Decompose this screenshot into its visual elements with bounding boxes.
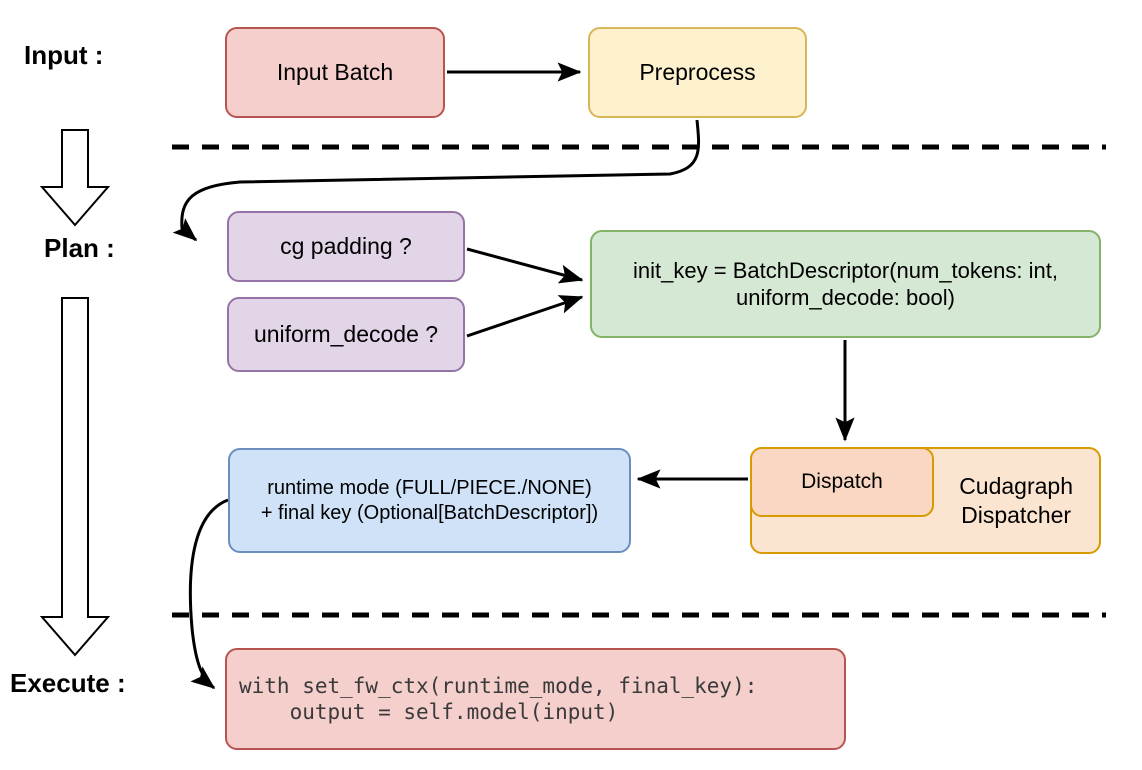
node-runtime-mode-final-key[interactable]: runtime mode (FULL/PIECE./NONE) + final …	[228, 448, 631, 553]
stage-label-input: Input :	[24, 40, 104, 70]
node-input-batch[interactable]: Input Batch	[225, 27, 445, 118]
node-uniform-decode[interactable]: uniform_decode ?	[227, 297, 465, 372]
node-execute-code-block[interactable]: with set_fw_ctx(runtime_mode, final_key)…	[225, 648, 846, 750]
input-to-plan-block-arrow	[39, 129, 111, 227]
stage-label-plan: Plan :	[44, 233, 115, 263]
node-dispatch[interactable]: Dispatch	[750, 447, 934, 517]
edge-uniform-decode-to-init-key	[466, 295, 584, 338]
stage-label-execute: Execute :	[10, 668, 126, 698]
node-cg-padding[interactable]: cg padding ?	[227, 211, 465, 282]
edge-runtime-mode-to-exec-code	[188, 498, 229, 690]
plan-to-execute-block-arrow	[39, 297, 111, 657]
node-init-key-batch-descriptor[interactable]: init_key = BatchDescriptor(num_tokens: i…	[590, 230, 1101, 338]
node-preprocess[interactable]: Preprocess	[588, 27, 807, 118]
edge-cg-padding-to-init-key	[466, 247, 584, 284]
